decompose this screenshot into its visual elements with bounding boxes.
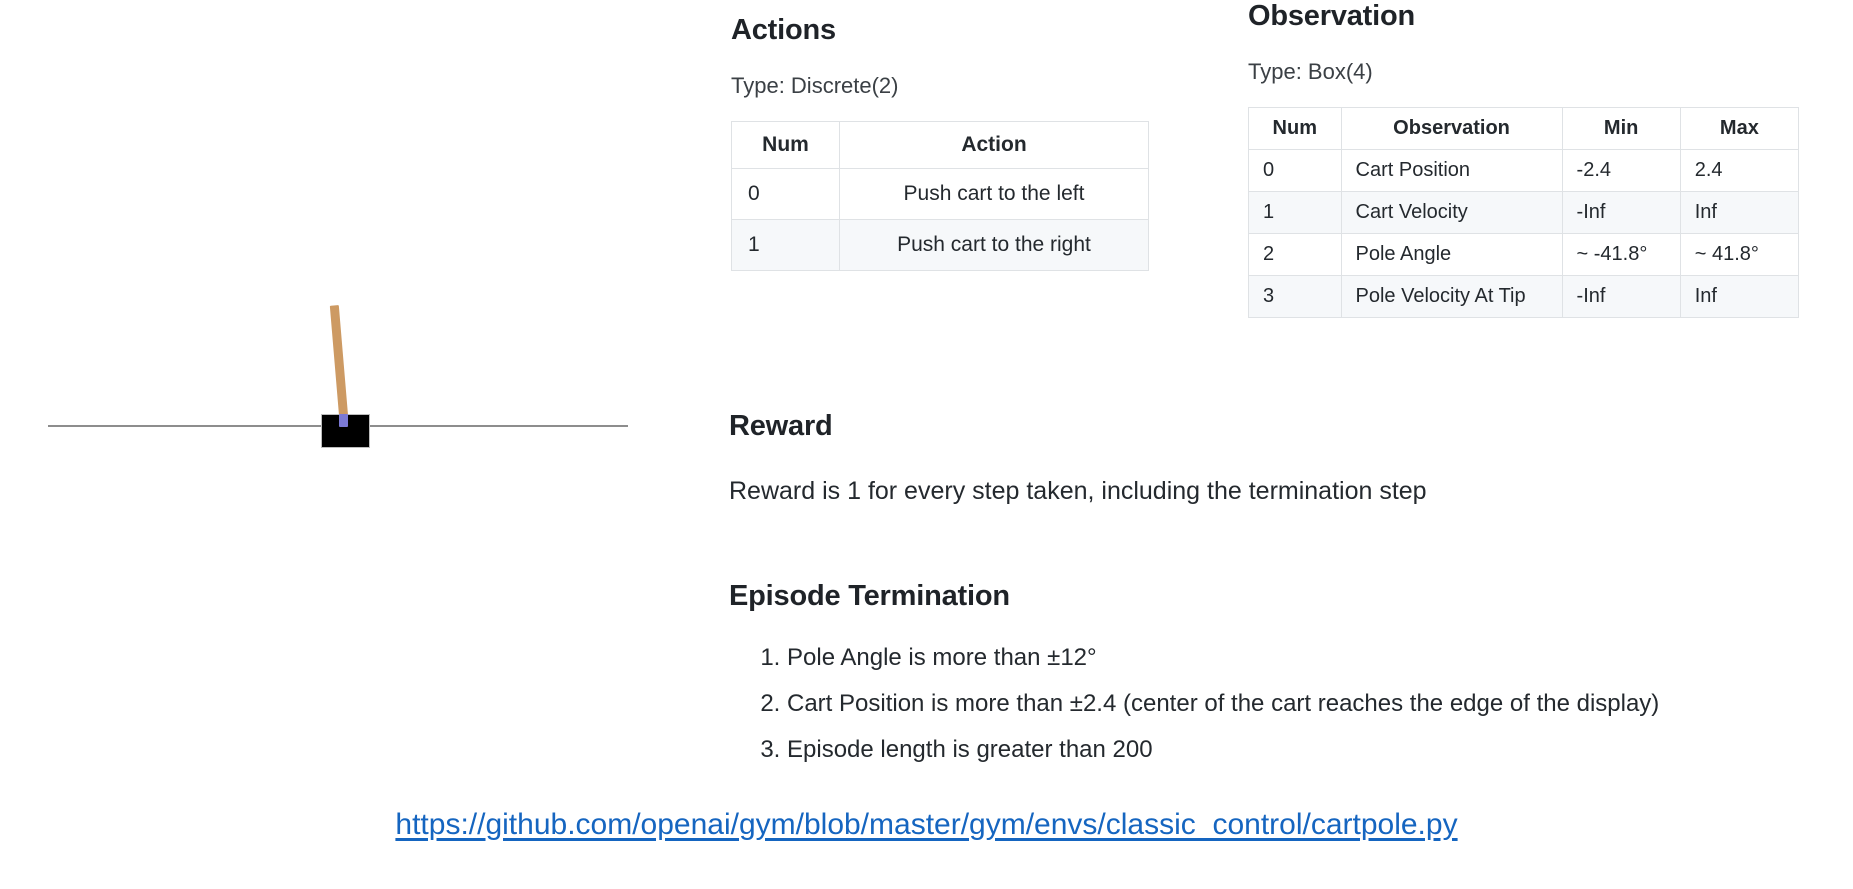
cell-num: 0 [731, 168, 840, 220]
cell-min: ~ -41.8° [1561, 233, 1681, 276]
observation-table: Num Observation Min Max 0 Cart Position … [1248, 107, 1800, 318]
cell-observation: Pole Velocity At Tip [1340, 275, 1563, 318]
table-header-row: Num Observation Min Max [1248, 107, 1800, 150]
column-header-max: Max [1679, 107, 1800, 150]
cell-max: ~ 41.8° [1679, 233, 1800, 276]
actions-heading: Actions [731, 14, 836, 46]
table-row: 3 Pole Velocity At Tip -Inf Inf [1248, 275, 1800, 318]
pole-icon [329, 305, 349, 428]
cell-max: Inf [1679, 191, 1800, 234]
cell-min: -Inf [1561, 191, 1681, 234]
table-header-row: Num Action [731, 121, 1149, 169]
list-item: Pole Angle is more than ±12° [787, 643, 1839, 673]
cell-action: Push cart to the left [839, 168, 1149, 220]
actions-type-line: Type: Discrete(2) [731, 73, 899, 98]
cell-observation: Cart Position [1340, 149, 1563, 192]
cart-icon [321, 414, 370, 448]
column-header-min: Min [1561, 107, 1681, 150]
cell-num: 0 [1248, 149, 1342, 192]
list-item: Episode length is greater than 200 [787, 735, 1839, 765]
pole-axle-icon [339, 414, 348, 427]
reward-section: Reward Reward is 1 for every step taken,… [729, 410, 1829, 506]
table-row: 2 Pole Angle ~ -41.8° ~ 41.8° [1248, 233, 1800, 276]
column-header-observation: Observation [1340, 107, 1563, 150]
episode-termination-section: Episode Termination Pole Angle is more t… [729, 580, 1839, 781]
cell-max: Inf [1679, 275, 1800, 318]
actions-section: Actions Type: Discrete(2) Num Action 0 P… [731, 14, 1161, 271]
cell-min: -2.4 [1561, 149, 1681, 192]
source-code-link[interactable]: https://github.com/openai/gym/blob/maste… [395, 808, 1458, 841]
list-item: Cart Position is more than ±2.4 (center … [787, 689, 1839, 719]
cell-num: 1 [731, 219, 840, 271]
cell-action: Push cart to the right [839, 219, 1149, 271]
observation-section: Observation Type: Box(4) Num Observation… [1248, 0, 1808, 318]
cell-min: -Inf [1561, 275, 1681, 318]
termination-condition-list: Pole Angle is more than ±12° Cart Positi… [729, 643, 1839, 765]
actions-table: Num Action 0 Push cart to the left 1 Pus… [731, 121, 1149, 271]
episode-termination-heading: Episode Termination [729, 580, 1010, 612]
column-header-num: Num [1248, 107, 1342, 150]
observation-type-line: Type: Box(4) [1248, 59, 1373, 84]
table-row: 1 Push cart to the right [731, 219, 1149, 271]
cell-observation: Pole Angle [1340, 233, 1563, 276]
column-header-action: Action [839, 121, 1149, 169]
cell-num: 1 [1248, 191, 1342, 234]
table-row: 0 Cart Position -2.4 2.4 [1248, 149, 1800, 192]
cell-num: 2 [1248, 233, 1342, 276]
cell-max: 2.4 [1679, 149, 1800, 192]
cell-num: 3 [1248, 275, 1342, 318]
column-header-num: Num [731, 121, 840, 169]
table-row: 0 Push cart to the left [731, 168, 1149, 220]
footer: https://github.com/openai/gym/blob/maste… [0, 808, 1853, 842]
cell-observation: Cart Velocity [1340, 191, 1563, 234]
cartpole-illustration [0, 0, 700, 889]
reward-text: Reward is 1 for every step taken, includ… [729, 477, 1427, 505]
reward-heading: Reward [729, 410, 833, 442]
observation-heading: Observation [1248, 0, 1416, 32]
table-row: 1 Cart Velocity -Inf Inf [1248, 191, 1800, 234]
